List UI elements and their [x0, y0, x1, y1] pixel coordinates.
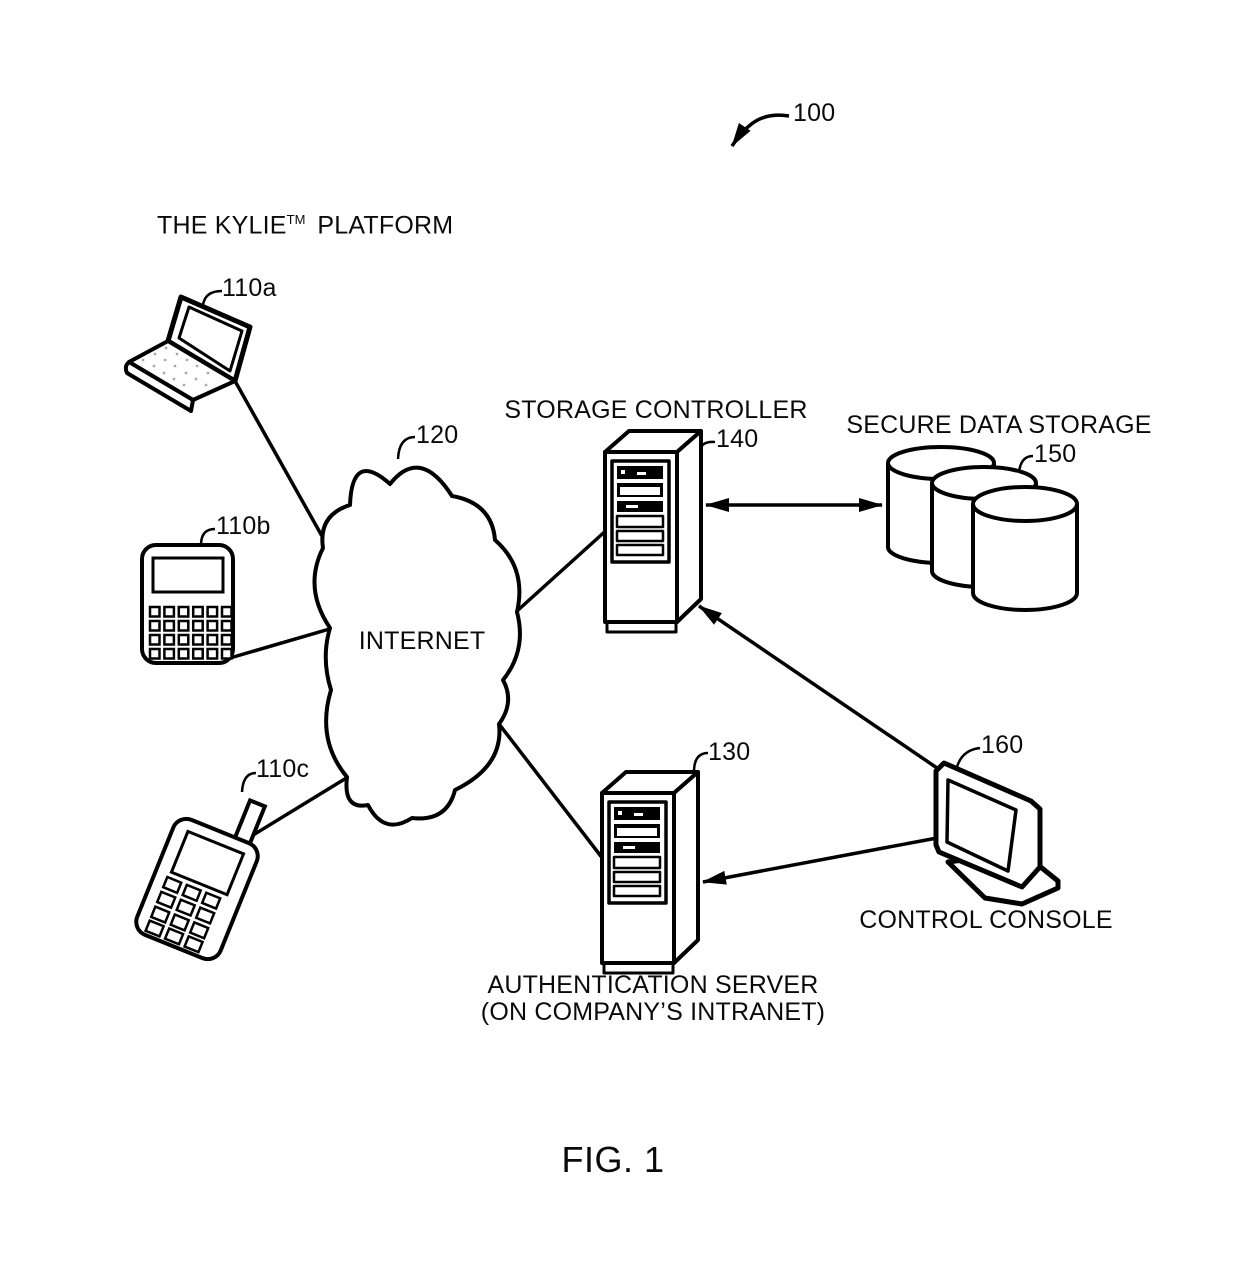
server-drive-bays — [615, 466, 665, 557]
storage-controller-server-icon — [603, 429, 703, 634]
ref-140: 140 — [716, 425, 759, 453]
internet-label: INTERNET — [358, 627, 486, 655]
arrow-console-to-storage — [698, 604, 941, 772]
ref-110b: 110b — [216, 512, 271, 540]
ref-130: 130 — [708, 738, 751, 766]
figure-caption: FIG. 1 — [561, 1139, 665, 1180]
connection-line-laptop-internet — [233, 380, 329, 546]
connection-line-internet-storage-controller — [515, 525, 612, 613]
cell-phone-icon — [134, 797, 268, 962]
connection-line-phone-internet — [244, 775, 349, 842]
authentication-server-label-line2: (ON COMPANY’S INTRANET) — [480, 998, 826, 1026]
ref-110a: 110a — [222, 274, 277, 302]
leader-110c — [240, 771, 257, 793]
storage-controller-label: STORAGE CONTROLLER — [504, 396, 808, 424]
ref-120: 120 — [416, 421, 459, 449]
leader-130 — [692, 751, 709, 773]
ref-160: 160 — [981, 731, 1024, 759]
ref-110c: 110c — [256, 755, 310, 783]
network-connection-lines — [229, 380, 612, 870]
arrow-100-overall — [730, 113, 790, 147]
laptop-icon — [123, 294, 253, 413]
connection-line-internet-auth-server — [497, 722, 612, 870]
leader-160 — [955, 746, 981, 768]
arrow-console-to-auth — [702, 836, 938, 885]
control-console-label: CONTROL CONSOLE — [859, 906, 1113, 934]
phone-keypad — [143, 875, 222, 954]
secure-data-storage-label: SECURE DATA STORAGE — [846, 411, 1152, 439]
leader-110b — [199, 527, 216, 546]
pda-icon — [140, 543, 235, 665]
platform-title: THE KYLIETM PLATFORM — [157, 206, 453, 239]
server-drive-bays — [612, 807, 662, 898]
pda-keypad — [148, 605, 233, 660]
leader-150 — [1017, 454, 1034, 473]
leader-120 — [396, 435, 416, 460]
platform-title-prefix: THE KYLIE — [157, 211, 287, 240]
ref-150: 150 — [1034, 440, 1077, 468]
authentication-server-icon — [600, 770, 700, 975]
trademark-symbol: TM — [286, 212, 306, 227]
ref-100: 100 — [793, 99, 836, 127]
leader-110a — [201, 289, 223, 306]
reference-leader-lines — [199, 289, 1034, 793]
platform-title-suffix: PLATFORM — [317, 211, 454, 240]
authentication-server-label-line1: AUTHENTICATION SERVER — [487, 971, 819, 999]
connection-line-pda-internet — [229, 626, 334, 660]
internet-cloud-shape — [312, 465, 522, 827]
control-console-monitor-icon — [933, 760, 1061, 907]
leader-140 — [698, 440, 716, 451]
database-cylinders-icon — [886, 445, 1079, 612]
console-connection-arrows — [698, 604, 941, 885]
authentication-server-label: AUTHENTICATION SERVER (ON COMPANY’S INTR… — [481, 972, 825, 1026]
laptop-keyboard-dots — [141, 346, 210, 387]
